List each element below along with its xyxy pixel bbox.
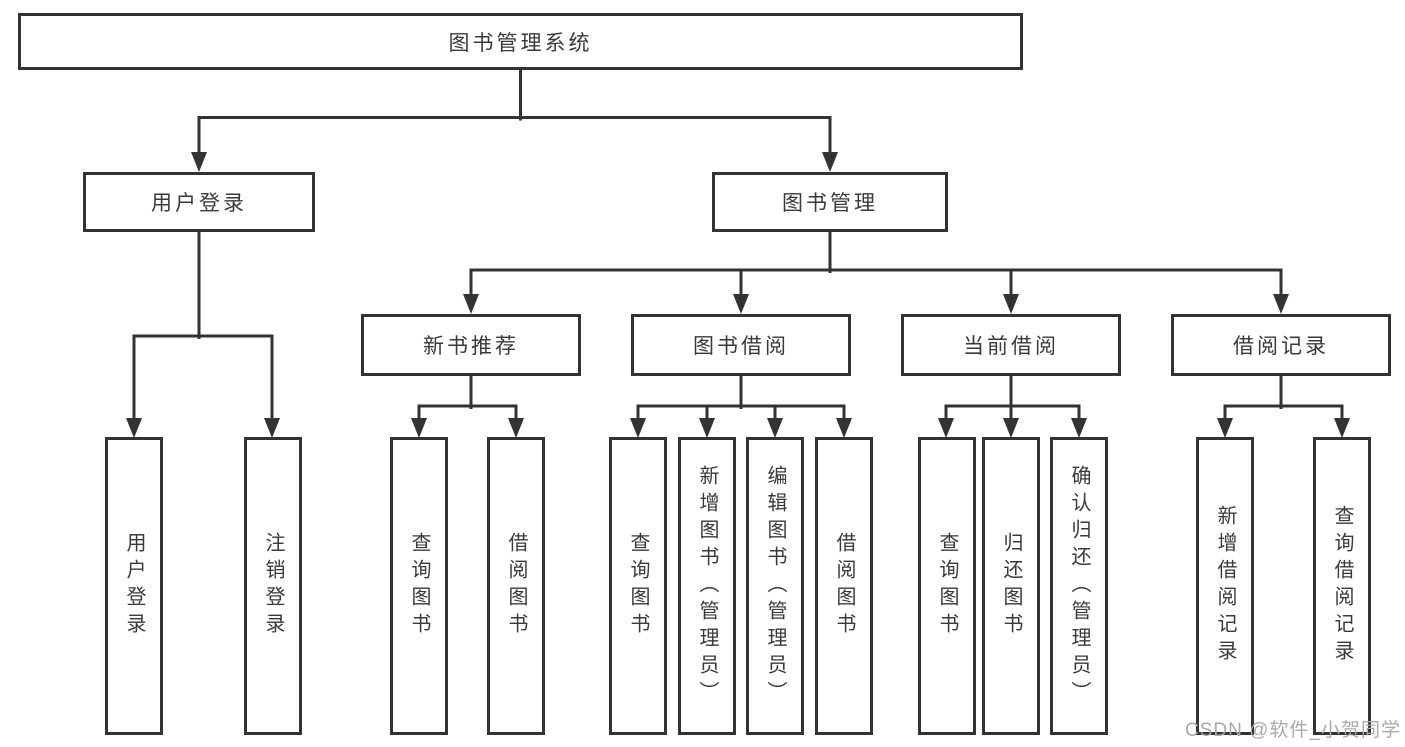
leaf-bb-edit-books-admin: 编辑图书（管理员） bbox=[746, 437, 804, 735]
leaf-cb-confirm-return-admin: 确认归还（管理员） bbox=[1050, 437, 1108, 735]
node-new-book-recommendation: 新书推荐 bbox=[361, 314, 581, 376]
node-borrowing-records: 借阅记录 bbox=[1171, 314, 1391, 376]
node-current-borrowing: 当前借阅 bbox=[901, 314, 1121, 376]
leaf-label: 查询图书 bbox=[408, 532, 430, 640]
node-library-management-system: 图书管理系统 bbox=[18, 13, 1023, 70]
leaf-br-query-borrow-record: 查询借阅记录 bbox=[1313, 437, 1371, 735]
watermark: CSDN @软件_小贺同学 bbox=[1185, 720, 1401, 741]
leaf-cb-query-books: 查询图书 bbox=[918, 437, 976, 735]
leaf-bb-query-books: 查询图书 bbox=[609, 437, 667, 735]
leaf-cb-return-books: 归还图书 bbox=[982, 437, 1040, 735]
leaf-label: 新增借阅记录 bbox=[1214, 505, 1236, 667]
leaf-br-add-borrow-record: 新增借阅记录 bbox=[1196, 437, 1254, 735]
leaf-nbr-borrow-books: 借阅图书 bbox=[487, 437, 545, 735]
leaf-user-login: 用户登录 bbox=[105, 437, 163, 735]
node-user-login: 用户登录 bbox=[83, 172, 315, 232]
leaf-label: 查询图书 bbox=[936, 532, 958, 640]
leaf-label: 借阅图书 bbox=[505, 532, 527, 640]
leaf-label: 注销登录 bbox=[262, 532, 284, 640]
leaf-logout-login: 注销登录 bbox=[244, 437, 302, 735]
node-book-borrowing: 图书借阅 bbox=[631, 314, 851, 376]
leaf-label: 用户登录 bbox=[123, 532, 145, 640]
leaf-label: 借阅图书 bbox=[833, 532, 855, 640]
leaf-bb-borrow-books: 借阅图书 bbox=[815, 437, 873, 735]
leaf-label: 新增图书（管理员） bbox=[696, 464, 718, 708]
node-book-management: 图书管理 bbox=[712, 172, 948, 232]
leaf-label: 确认归还（管理员） bbox=[1068, 464, 1090, 708]
leaf-label: 归还图书 bbox=[1000, 532, 1022, 640]
leaf-label: 编辑图书（管理员） bbox=[764, 464, 786, 708]
leaf-bb-add-books-admin: 新增图书（管理员） bbox=[678, 437, 736, 735]
leaf-nbr-query-books: 查询图书 bbox=[390, 437, 448, 735]
leaf-label: 查询借阅记录 bbox=[1331, 505, 1353, 667]
leaf-label: 查询图书 bbox=[627, 532, 649, 640]
